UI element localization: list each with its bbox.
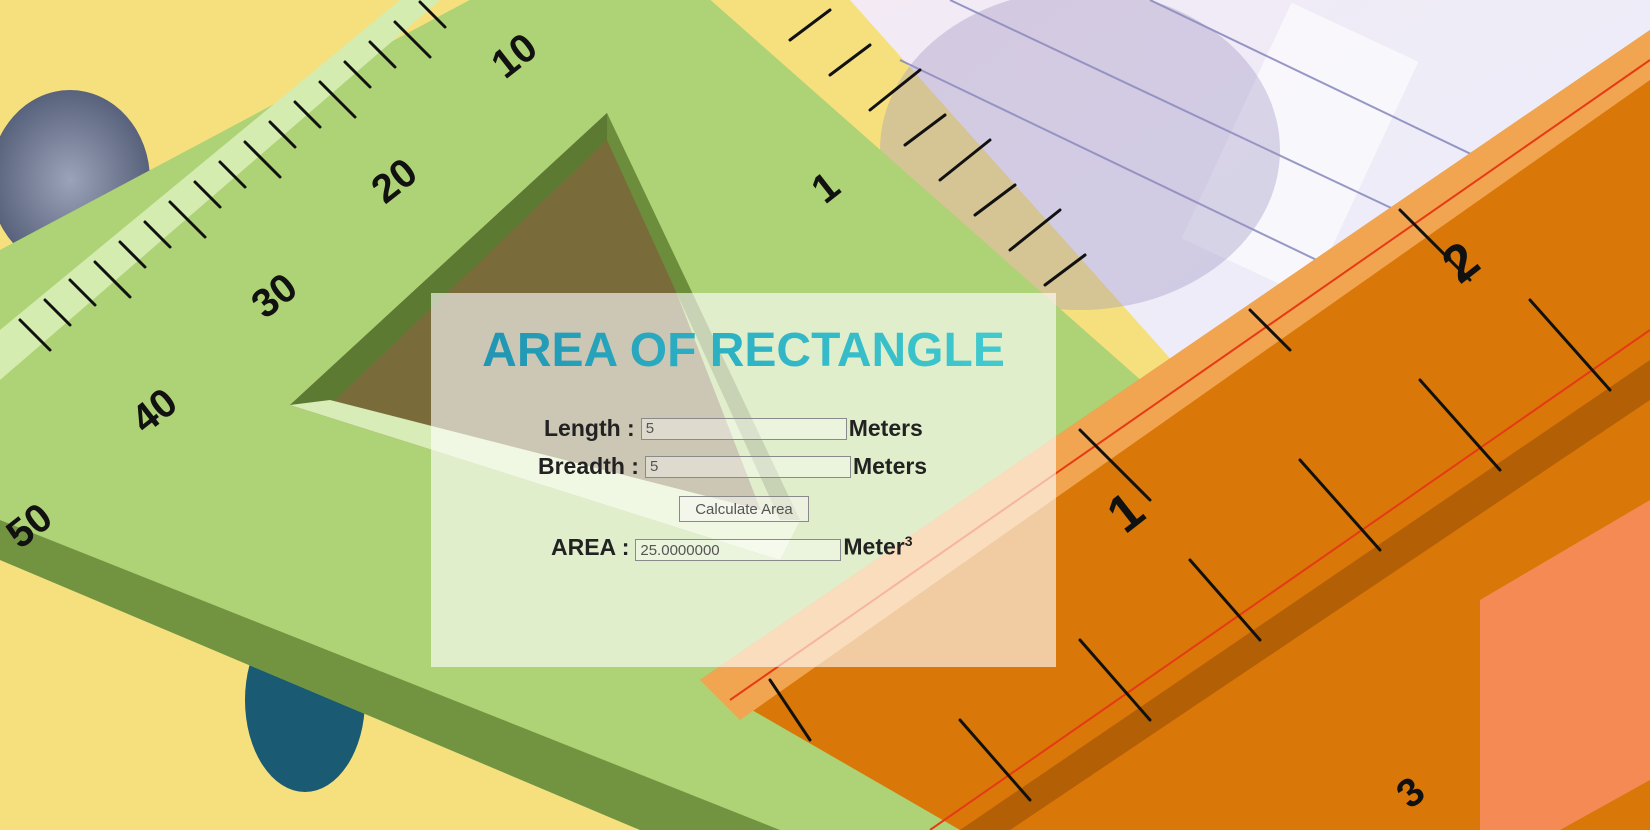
- area-label: AREA :: [551, 533, 630, 560]
- breadth-input[interactable]: [644, 455, 851, 478]
- calculator-panel: AREA OF RECTANGLE Length : Meters Breadt…: [431, 293, 1056, 667]
- length-label: Length :: [544, 415, 635, 441]
- length-unit: Meters: [848, 415, 923, 441]
- breadth-row: Breadth : Meters: [538, 453, 927, 480]
- area-output[interactable]: [635, 539, 842, 561]
- area-unit-exponent: 3: [904, 533, 913, 550]
- area-row: AREA : Meter3: [551, 533, 913, 561]
- breadth-label: Breadth :: [538, 453, 639, 479]
- length-row: Length : Meters: [544, 415, 923, 442]
- length-input[interactable]: [640, 417, 847, 440]
- area-unit: Meter3: [843, 533, 912, 561]
- page-title: AREA OF RECTANGLE: [431, 323, 1056, 379]
- calculate-area-button[interactable]: Calculate Area: [679, 496, 809, 522]
- area-unit-text: Meter: [843, 533, 905, 560]
- breadth-unit: Meters: [852, 453, 928, 479]
